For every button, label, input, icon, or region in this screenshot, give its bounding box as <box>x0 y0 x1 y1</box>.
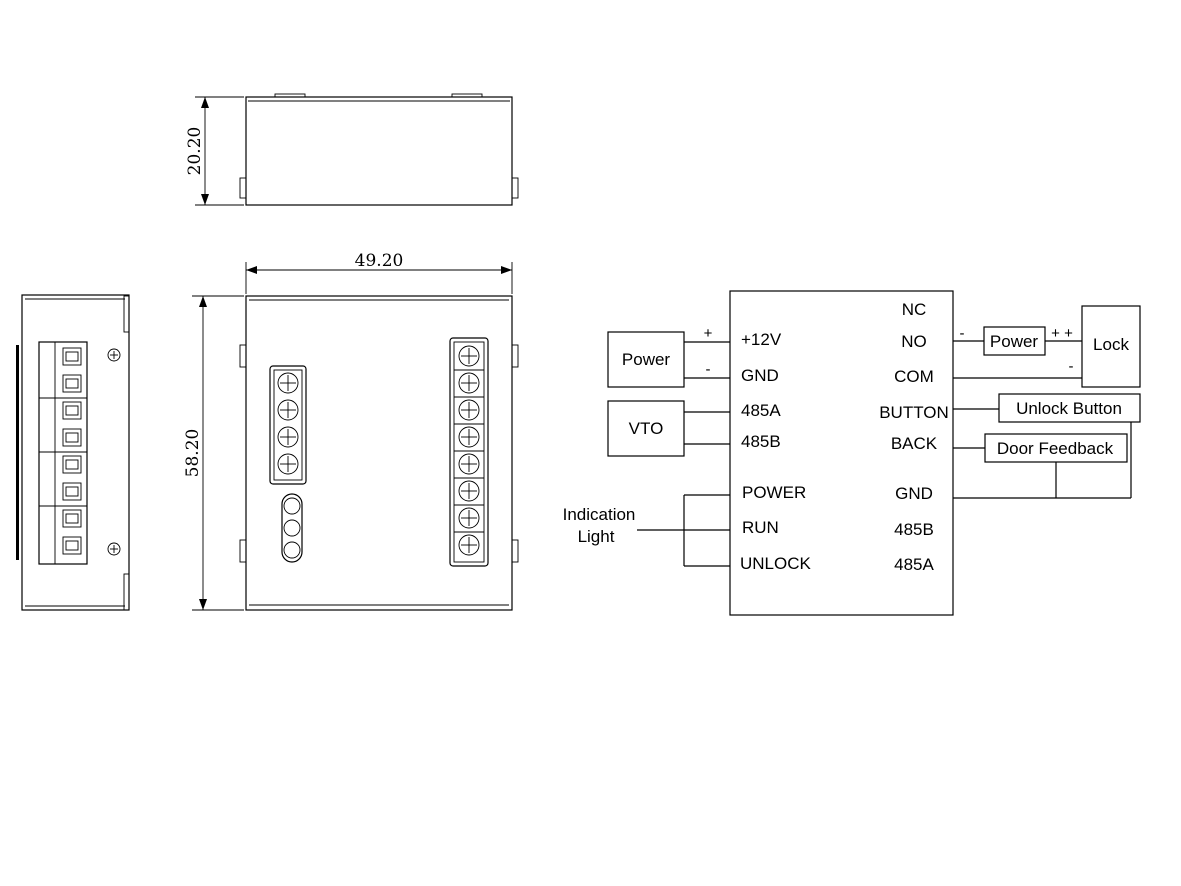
unlock-button-label: Unlock Button <box>1016 399 1122 418</box>
side-pin <box>62 455 82 474</box>
terminal-gnd-right: GND <box>895 484 933 503</box>
side-pin <box>62 347 82 366</box>
front-terminal-screws-8 <box>454 345 484 556</box>
terminal-screw-icon <box>458 345 480 367</box>
terminal-screw-icon <box>277 426 299 448</box>
terminal-screw-icon <box>277 372 299 394</box>
side-pin <box>62 428 82 447</box>
side-pin-inner <box>65 432 79 443</box>
terminal-nc: NC <box>902 300 927 319</box>
terminal-power-led: POWER <box>742 483 806 502</box>
no-minus-mark: - <box>960 325 965 342</box>
lock-label: Lock <box>1093 335 1129 354</box>
side-screw-icon-top <box>107 348 121 362</box>
dimension-height-front: 58.20 <box>183 429 203 478</box>
front-view-drawing <box>192 262 519 611</box>
front-terminal-screws-4 <box>277 372 299 475</box>
terminal-screw-icon <box>458 453 480 475</box>
lock-plus-mark: + + <box>1051 325 1073 342</box>
side-pin-inner <box>65 513 79 524</box>
terminal-485a-right: 485A <box>894 555 934 574</box>
dimension-width: 49.20 <box>355 251 404 271</box>
side-pin-inner <box>65 405 79 416</box>
power-minus-mark: - <box>706 361 711 378</box>
side-pin-inner <box>65 459 79 470</box>
terminal-screw-icon <box>458 426 480 448</box>
terminal-485b-left: 485B <box>741 432 781 451</box>
side-pin-inner <box>65 378 79 389</box>
lock-minus-mark: - <box>1069 358 1074 375</box>
terminal-screw-icon <box>458 480 480 502</box>
terminal-screw-icon <box>458 507 480 529</box>
side-screw-icon-bottom <box>107 542 121 556</box>
terminal-485b-right: 485B <box>894 520 934 539</box>
wiring-lines <box>607 290 1141 616</box>
power-plus-mark: + <box>704 325 713 342</box>
terminal-com: COM <box>894 367 934 386</box>
terminal-back: BACK <box>891 434 938 453</box>
side-pin <box>62 509 82 528</box>
indication-light-label-1: Indication <box>563 505 636 524</box>
terminal-screw-icon <box>458 534 480 556</box>
door-feedback-label: Door Feedback <box>997 439 1114 458</box>
terminal-unlock-led: UNLOCK <box>740 554 812 573</box>
terminal-screw-icon <box>458 399 480 421</box>
side-pin <box>62 374 82 393</box>
side-view-drawing <box>16 294 130 611</box>
side-pin <box>62 482 82 501</box>
dimension-height-top: 20.20 <box>185 127 205 176</box>
terminal-run-led: RUN <box>742 518 779 537</box>
side-pin-inner <box>65 540 79 551</box>
indication-light-label-2: Light <box>578 527 615 546</box>
side-pin-inner <box>65 351 79 362</box>
side-pin <box>62 401 82 420</box>
side-pin-inner <box>65 486 79 497</box>
terminal-screw-icon <box>458 372 480 394</box>
terminal-no: NO <box>901 332 927 351</box>
top-view-drawing <box>195 93 519 206</box>
side-pin <box>62 536 82 555</box>
power-supply-right-label: Power <box>990 332 1039 351</box>
terminal-485a-left: 485A <box>741 401 781 420</box>
side-terminal-pins <box>39 347 87 555</box>
terminal-gnd-left: GND <box>741 366 779 385</box>
terminal-screw-icon <box>277 399 299 421</box>
terminal-screw-icon <box>277 453 299 475</box>
vto-label: VTO <box>629 419 664 438</box>
power-supply-left-label: Power <box>622 350 671 369</box>
terminal-12v: +12V <box>741 330 782 349</box>
terminal-button: BUTTON <box>879 403 949 422</box>
